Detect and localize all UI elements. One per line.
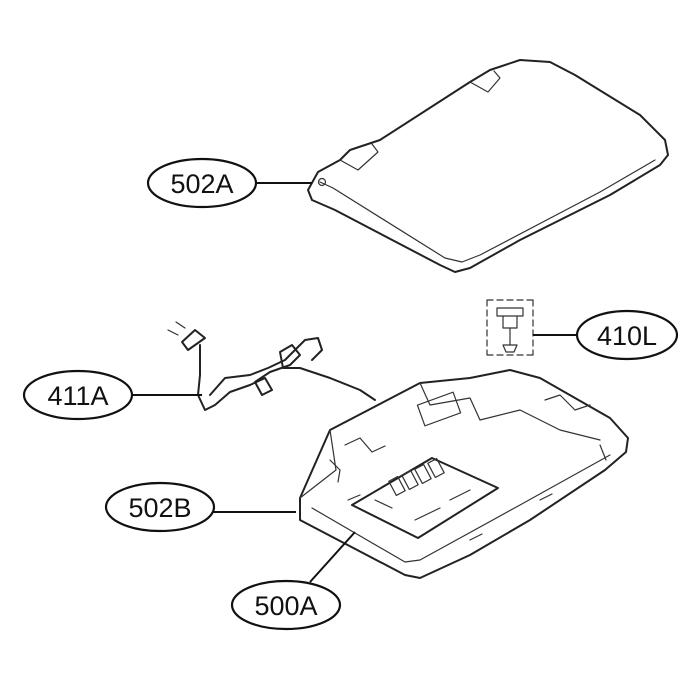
- callout-502B: 502B: [104, 481, 216, 533]
- callout-500A: 500A: [230, 579, 342, 631]
- sensor-part: [486, 299, 534, 356]
- power-cord-part: [167, 321, 376, 411]
- callout-502A: 502A: [146, 157, 258, 209]
- leader-500A: [309, 531, 356, 583]
- callout-label-411A: 411A: [47, 381, 108, 411]
- callout-label-410L: 410L: [597, 321, 657, 351]
- callout-410L: 410L: [575, 309, 679, 361]
- callout-411A: 411A: [22, 369, 134, 421]
- callout-label-500A: 500A: [254, 591, 317, 621]
- cover-plate-part: [307, 59, 669, 273]
- callout-label-502A: 502A: [170, 169, 233, 199]
- base-tray-part: [299, 369, 629, 579]
- callout-label-502B: 502B: [128, 493, 191, 523]
- pcb-board-part: [351, 457, 499, 539]
